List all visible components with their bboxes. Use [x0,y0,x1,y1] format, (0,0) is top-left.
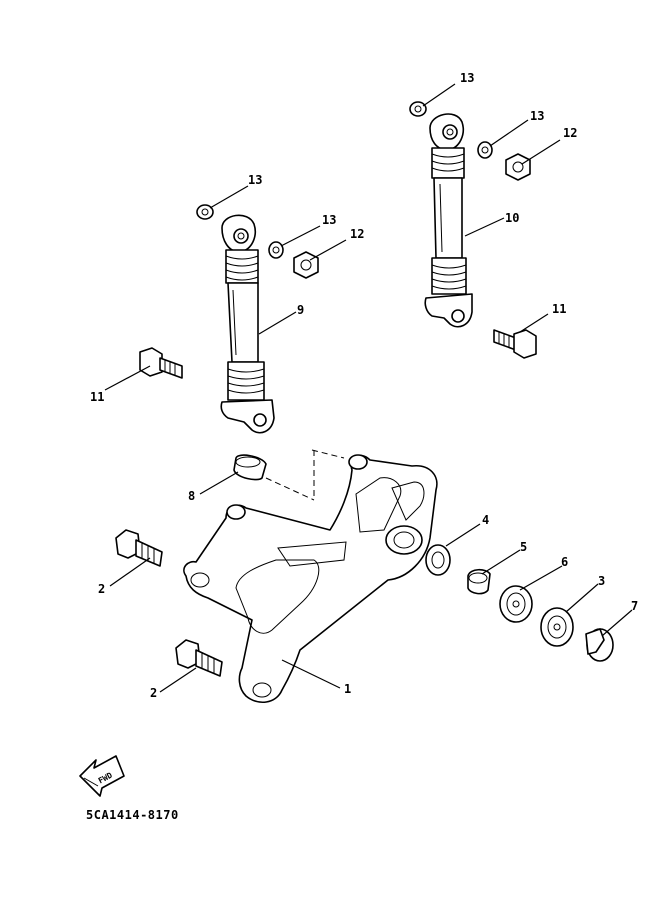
callout-labels: 13 13 12 9 11 13 13 12 10 11 8 2 2 1 4 5… [90,71,638,700]
bolt-2-lower [175,639,223,677]
label-12: 12 [563,126,577,140]
flange-collar-7 [585,628,614,662]
label-4: 4 [482,513,489,527]
label-12: 12 [350,227,364,241]
washer-13-left-top [196,204,214,220]
forward-arrow-icon: FWD [79,755,125,797]
bearing-3 [540,607,574,647]
washer-13-left-mid [268,241,284,259]
label-1: 1 [344,682,351,696]
nut-12-right [505,153,531,181]
label-8: 8 [188,489,195,503]
label-13: 13 [530,109,544,123]
washer-13-right-top [409,101,427,117]
label-3: 3 [598,574,605,588]
washer-13-right-mid [477,141,493,159]
leader-lines [104,83,633,693]
label-9: 9 [297,303,304,317]
nut-12-left [293,251,319,279]
label-2: 2 [150,686,157,700]
label-11: 11 [552,302,566,316]
collar-8 [233,454,267,481]
rear-arm-bracket-1 [183,449,438,703]
label-13: 13 [460,71,474,85]
label-5: 5 [520,540,527,554]
label-13: 13 [248,173,262,187]
right-shock-absorber [424,113,473,328]
bolt-11-right [493,329,537,359]
bearing-4 [425,544,451,576]
label-2: 2 [98,582,105,596]
bolt-11-left [139,347,183,379]
label-10: 10 [505,211,519,225]
drawing-code: 5CA1414-8170 [86,808,179,822]
label-7: 7 [631,599,638,613]
bolt-2-upper [115,529,163,567]
label-13: 13 [322,213,336,227]
label-6: 6 [561,555,568,569]
label-11: 11 [90,390,104,404]
spacer-5 [467,568,491,595]
left-shock-absorber [220,214,275,434]
bearing-6 [499,585,533,623]
